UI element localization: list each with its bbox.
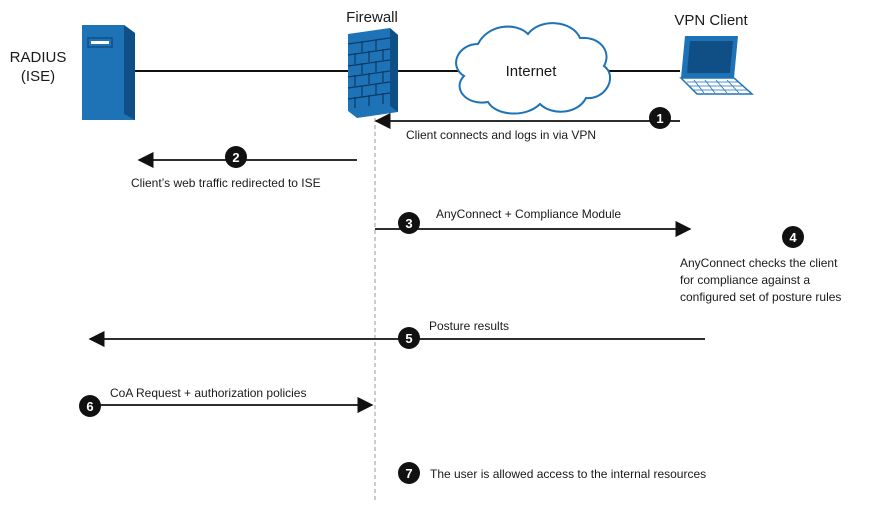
step-2-badge: 2 [225, 146, 247, 168]
step-7-label: The user is allowed access to the intern… [430, 467, 706, 481]
svg-text:6: 6 [86, 399, 93, 414]
vpn-client-label: VPN Client [674, 12, 748, 29]
step-7-badge: 7 [398, 462, 420, 484]
step-1-label: Client connects and logs in via VPN [406, 128, 596, 142]
radius-label: RADIUS [10, 49, 67, 66]
step-4-label-line-2: for compliance against a [680, 273, 810, 287]
step-3-label: AnyConnect + Compliance Module [436, 207, 621, 221]
radius-sublabel: (ISE) [21, 68, 55, 85]
step-5-label: Posture results [429, 319, 509, 333]
step-5-badge: 5 [398, 327, 420, 349]
step-1-badge: 1 [649, 107, 671, 129]
step-4-label-line-1: AnyConnect checks the client [680, 256, 838, 270]
step-3-badge: 3 [398, 212, 420, 234]
svg-text:3: 3 [405, 216, 412, 231]
step-4-badge: 4 [782, 226, 804, 248]
step-6-badge: 6 [79, 395, 101, 417]
internet-label: Internet [506, 63, 558, 80]
step-6-label: CoA Request + authorization policies [110, 386, 306, 400]
step-4-label-line-3: configured set of posture rules [680, 290, 841, 304]
cloud-icon [455, 22, 611, 115]
server-icon [82, 25, 135, 120]
svg-text:2: 2 [232, 150, 239, 165]
svg-text:5: 5 [405, 331, 412, 346]
svg-text:4: 4 [789, 230, 797, 245]
firewall-icon [347, 28, 398, 118]
svg-text:7: 7 [405, 466, 412, 481]
firewall-label: Firewall [346, 9, 398, 26]
svg-text:1: 1 [656, 111, 663, 126]
step-2-label: Client’s web traffic redirected to ISE [131, 176, 321, 190]
laptop-icon [679, 36, 754, 95]
